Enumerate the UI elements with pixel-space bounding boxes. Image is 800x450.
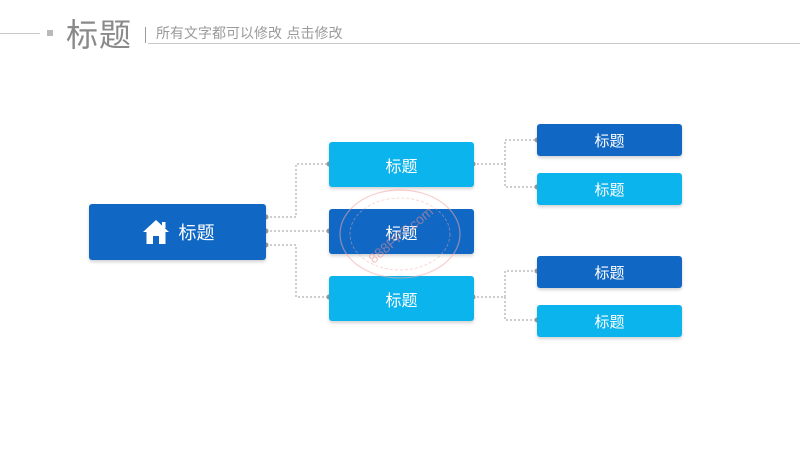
connector-root-branch-3 [266, 244, 329, 298]
page-title[interactable]: 标题 [66, 16, 133, 54]
branch-node-1[interactable]: 标题 [329, 142, 474, 187]
watermark-stamp: 888PPT.com [339, 189, 461, 279]
connector-root-branch-1 [266, 163, 329, 218]
connector-branch-1-leaves [473, 139, 537, 188]
watermark-text: 888PPT.com [365, 203, 436, 266]
leaf-node-3-1[interactable]: 标题 [537, 256, 682, 288]
branch-node-3[interactable]: 标题 [329, 276, 474, 321]
connector-branch-3-leaves [473, 270, 537, 321]
header-rule-right [148, 43, 800, 44]
header-rule-left [0, 33, 40, 34]
page-subtitle[interactable]: 所有文字都可以修改 点击修改 [156, 26, 343, 42]
leaf-node-1-1[interactable]: 标题 [537, 124, 682, 156]
leaf-node-3-2[interactable]: 标题 [537, 305, 682, 337]
leaf-node-1-2-label: 标题 [594, 180, 625, 199]
branch-node-1-label: 标题 [385, 156, 418, 176]
leaf-node-3-2-label: 标题 [594, 312, 625, 331]
leaf-node-1-2[interactable]: 标题 [537, 173, 682, 205]
root-node-label: 标题 [178, 223, 215, 244]
leaf-node-1-1-label: 标题 [594, 131, 625, 150]
root-node[interactable]: 标题 [89, 204, 266, 260]
branch-node-3-label: 标题 [385, 290, 418, 310]
leaf-node-3-1-label: 标题 [594, 263, 625, 282]
home-icon [142, 220, 169, 244]
branch-node-2-label: 标题 [385, 223, 418, 243]
header-separator [145, 27, 146, 43]
header-square-marker [47, 30, 53, 36]
